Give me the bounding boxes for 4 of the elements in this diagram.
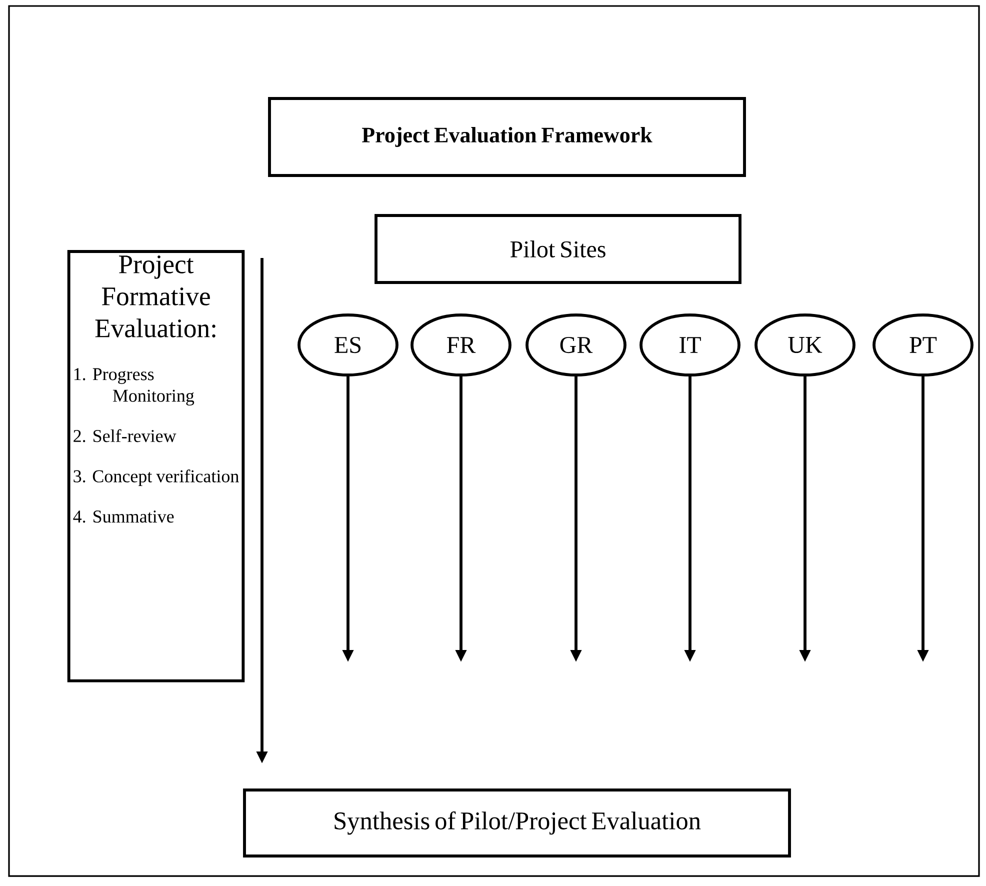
process-box: Pilot Sites: [374, 214, 742, 284]
list-box: Project Formative Evaluation: 1. Progress Monitoring 2. Self-review 3. Concept verification 4. Summative: [67, 250, 245, 682]
process-box: Synthesis of Pilot/Project Evaluation: [243, 788, 791, 858]
title-box: Project Evaluation Framework: [268, 97, 746, 177]
